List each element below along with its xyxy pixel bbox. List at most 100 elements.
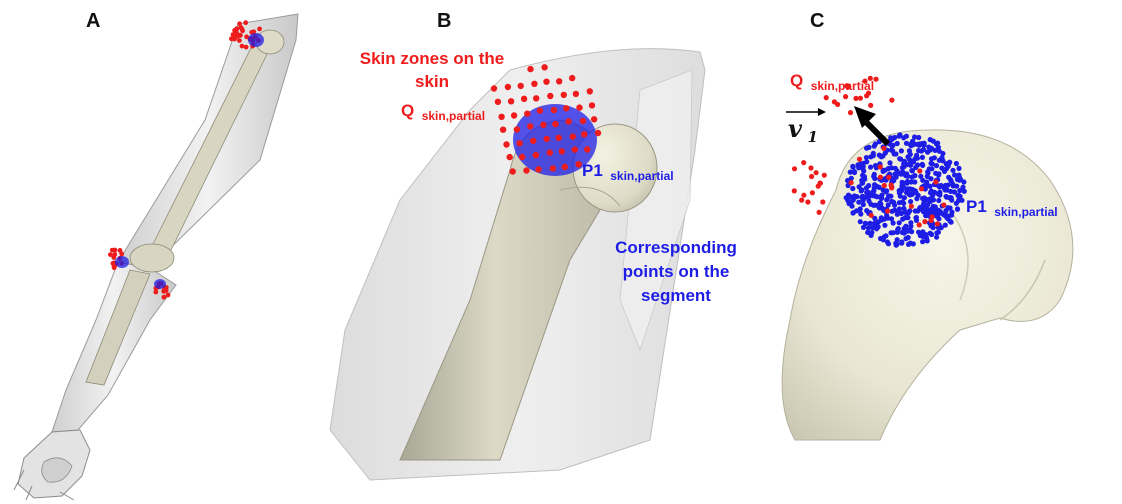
segment-point (950, 182, 955, 187)
skin-point (519, 154, 525, 160)
segment-point (936, 198, 941, 203)
segment-point (924, 237, 929, 242)
segment-point (929, 232, 934, 237)
panel-b-p1-subscript: skin,partial (610, 169, 673, 183)
skin-point (885, 209, 890, 214)
skin-point (822, 173, 827, 178)
skin-point (537, 108, 543, 114)
skin-point (544, 136, 550, 142)
skin-point (935, 221, 940, 226)
skin-point (878, 175, 883, 180)
skin-point (565, 118, 571, 124)
segment-point (905, 215, 910, 220)
segment-point (955, 206, 960, 211)
segment-point (934, 235, 939, 240)
skin-point (238, 33, 243, 38)
segment-point (882, 217, 887, 222)
segment-point (931, 225, 936, 230)
skin-point (922, 219, 927, 224)
skin-point (237, 38, 242, 43)
segment-point (929, 156, 934, 161)
skin-point (508, 98, 514, 104)
skin-point (505, 84, 511, 90)
skin-point (240, 44, 245, 49)
segment-point (897, 188, 902, 193)
segment-patch (115, 256, 129, 268)
segment-point (903, 224, 908, 229)
segment-point (876, 219, 881, 224)
panel-b-q-main: Q (401, 101, 414, 120)
panel-c-v-main: v 1 (788, 114, 818, 146)
skin-point (516, 140, 522, 146)
panel-b-label: B (437, 10, 451, 32)
segment-point (881, 169, 886, 174)
skin-point (562, 164, 568, 170)
segment-point (930, 161, 935, 166)
skin-point (563, 105, 569, 111)
segment-point (895, 237, 900, 242)
segment-point (866, 183, 871, 188)
panel-a: A (14, 10, 298, 500)
segment-point (907, 157, 912, 162)
skin-point (882, 183, 887, 188)
skin-point (941, 202, 946, 207)
skin-point (584, 146, 590, 152)
segment-point (865, 230, 870, 235)
skin-point (576, 104, 582, 110)
skin-point (843, 94, 848, 99)
skin-zones-label-line1: Skin zones on the (360, 49, 505, 68)
segment-point (949, 198, 954, 203)
panel-a-label: A (86, 10, 100, 32)
skin-point (112, 265, 117, 270)
segment-point (852, 170, 857, 175)
skin-point (166, 293, 171, 298)
skin-point (591, 116, 597, 122)
skin-point (929, 218, 934, 223)
segment-point (961, 179, 966, 184)
skin-point (491, 85, 497, 91)
skin-point (511, 112, 517, 118)
skin-point (524, 111, 530, 117)
skin-point (561, 92, 567, 98)
segment-point (908, 142, 913, 147)
skin-point (808, 165, 813, 170)
segment-point (872, 144, 877, 149)
skin-point (543, 79, 549, 85)
segment-point (866, 225, 871, 230)
skin-point (559, 148, 565, 154)
skin-point (243, 20, 248, 25)
skin-point (541, 64, 547, 70)
segment-point (907, 227, 912, 232)
segment-point (926, 183, 931, 188)
segment-point (868, 165, 873, 170)
segment-point (942, 169, 947, 174)
skin-point (510, 168, 516, 174)
panel-b-q-subscript: skin,partial (422, 109, 485, 123)
segment-point (899, 148, 904, 153)
skin-point (581, 131, 587, 137)
segment-point (888, 230, 893, 235)
segment-patch (154, 279, 166, 289)
segment-point (908, 163, 913, 168)
segment-point (878, 236, 883, 241)
segment-point (886, 241, 891, 246)
skin-point (799, 198, 804, 203)
segment-point (871, 190, 876, 195)
skin-point (919, 186, 924, 191)
segment-point (918, 205, 923, 210)
skin-point (570, 133, 576, 139)
segment-point (884, 197, 889, 202)
segment-point (916, 193, 921, 198)
skin-point (595, 130, 601, 136)
skin-point (820, 199, 825, 204)
skin-point (580, 118, 586, 124)
segment-point (949, 220, 954, 225)
skin-point (495, 99, 501, 105)
segment-point (957, 178, 962, 183)
skin-point (244, 45, 249, 50)
skin-point (889, 183, 894, 188)
segment-point (936, 216, 941, 221)
skin-point (848, 110, 853, 115)
segment-point (950, 168, 955, 173)
segment-point (868, 154, 873, 159)
